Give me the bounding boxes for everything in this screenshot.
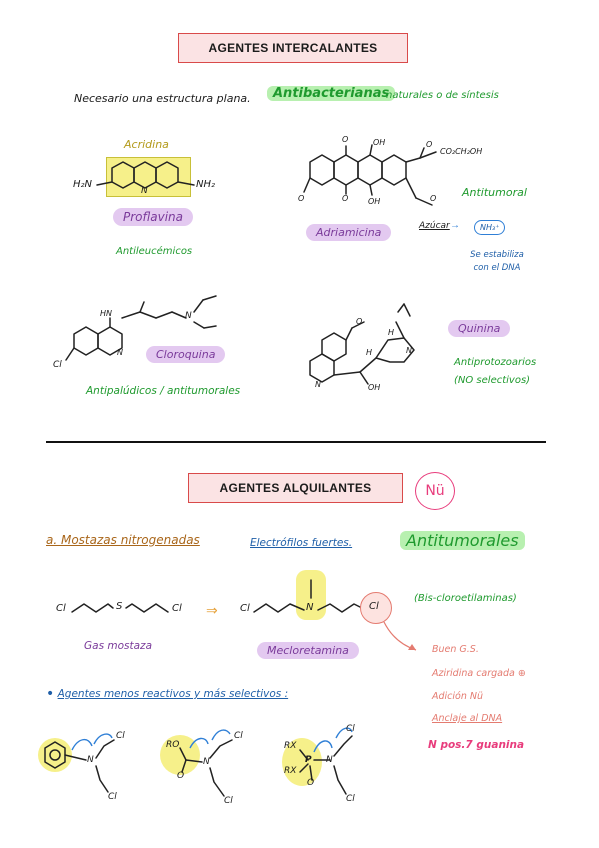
azucar-arrow-icon: → [450,220,460,231]
antibacterianas-label: Antibacterianas [267,86,396,101]
mecloretamina-cl-left: Cl [240,603,250,614]
implies-arrow-icon: ⇒ [206,602,218,618]
adicion-text: Adición Nü [432,691,484,702]
quinina-label: Quinina [448,320,511,337]
adriamicina-o-bottom: O [342,194,349,203]
carbamate-ro: RO [166,740,180,750]
mostazas-heading: a. Mostazas nitrogenadas [46,533,200,547]
adriamicina-co: CO₂CH₂OH [440,147,483,156]
antiprotozoarios-label: Antiprotozoarios (NO selectivos) [454,357,537,386]
quinina-n-bicyclic: N [406,346,412,355]
cloroquina-n-ring: N [117,348,123,357]
carbamate-highlight [160,735,200,775]
buen-gs-text: Buen G.S. [432,644,479,655]
cloroquina-n-amine: N [185,311,192,321]
leaving-group-circle [360,592,392,624]
proflavina-h2n: H₂N [73,179,93,190]
carbamate-o: O [177,771,185,781]
aromatic-mustard-cl-bottom: Cl [108,792,117,802]
quinina-h-left: H [366,348,373,357]
antileucemicos-label: Antileucémicos [116,246,193,257]
proflavina-n: N [141,186,148,196]
phosphoramide-cl-top: Cl [346,724,355,734]
phosphoramide-rx-top: RX [284,741,297,751]
cloroquina-cl: Cl [53,360,62,370]
electrofilos-label: Electrófilos fuertes. [250,537,353,549]
cloroquina-label: Cloroquina [146,346,226,363]
bis-cloroetilaminas-label: (Bis-cloroetilaminas) [414,593,517,604]
adriamicina-oh-top: OH [373,138,386,147]
gas-mostaza-s: S [116,601,123,612]
naturales-text: naturales o de síntesis [386,90,499,101]
quinina-n-ring: N [315,380,321,389]
section-divider [46,441,546,443]
anclaje-text: Anclaje al DNA [432,713,503,724]
guanina-text: N pos.7 guanina [428,739,525,751]
mecloretamina-cl-right: Cl [369,601,379,612]
quinina-oh: OH [368,383,381,392]
adriamicina-o-sugar: O [430,194,437,203]
phosphoramide-n: N [326,755,333,765]
mecloretamina-n: N [306,602,314,613]
estabiliza-text: Se estabiliza con el DNA [470,250,524,273]
carbamate-n: N [203,757,210,767]
antitumorales-label: Antitumorales [400,531,525,550]
quinina-h-right: H [388,328,395,337]
intro-text: Necesario una estructura plana. [74,92,251,105]
proflavina-nh2: NH₂ [196,179,216,190]
phosphoramide-p: P [305,755,312,765]
aromatic-mustard-cl-top: Cl [116,731,125,741]
phosphoramide-cl-bottom: Cl [346,794,355,804]
cloroquina-hn: HN [100,309,112,318]
adriamicina-o-top: O [342,135,349,144]
bullet-icon: • [46,686,55,702]
adriamicina-oh-bottom: OH [368,197,381,206]
phosphoramide-highlight [282,738,322,786]
proflavina-label: Proflavina [113,208,194,226]
gas-mostaza-label: Gas mostaza [84,640,152,652]
carbamate-cl-bottom: Cl [224,796,233,806]
gas-mostaza-cl-right: Cl [172,603,182,614]
adriamicina-o-methoxy: O [298,194,305,203]
antipaludicos-label: Antipalúdicos / antitumorales [86,385,241,397]
menos-reactivos-heading: • Agentes menos reactivos y más selectiv… [46,686,289,702]
antitumoral-label: Antitumoral [462,186,527,199]
quinina-o: O [356,317,363,326]
aziridina-text: Aziridina cargada ⊕ [432,668,526,679]
acridina-label: Acridina [124,138,169,151]
aromatic-mustard-n: N [87,755,94,765]
adriamicina-o-ketone: O [426,140,433,149]
carbamate-cl-top: Cl [234,731,243,741]
azucar-label: Azúcar [419,221,450,231]
section-title-alquilantes: AGENTES ALQUILANTES [188,473,403,503]
mecloretamina-label: Mecloretamina [257,642,359,659]
phosphoramide-o: O [307,778,315,788]
section-title-intercalantes: AGENTES INTERCALANTES [178,33,408,63]
gas-mostaza-cl-left: Cl [56,603,66,614]
nh3-badge: NH₃⁺ [474,220,506,235]
phosphoramide-rx-bottom: RX [284,766,297,776]
nucleophile-circle: Nü [415,472,455,510]
adriamicina-label: Adriamicina [306,224,392,241]
